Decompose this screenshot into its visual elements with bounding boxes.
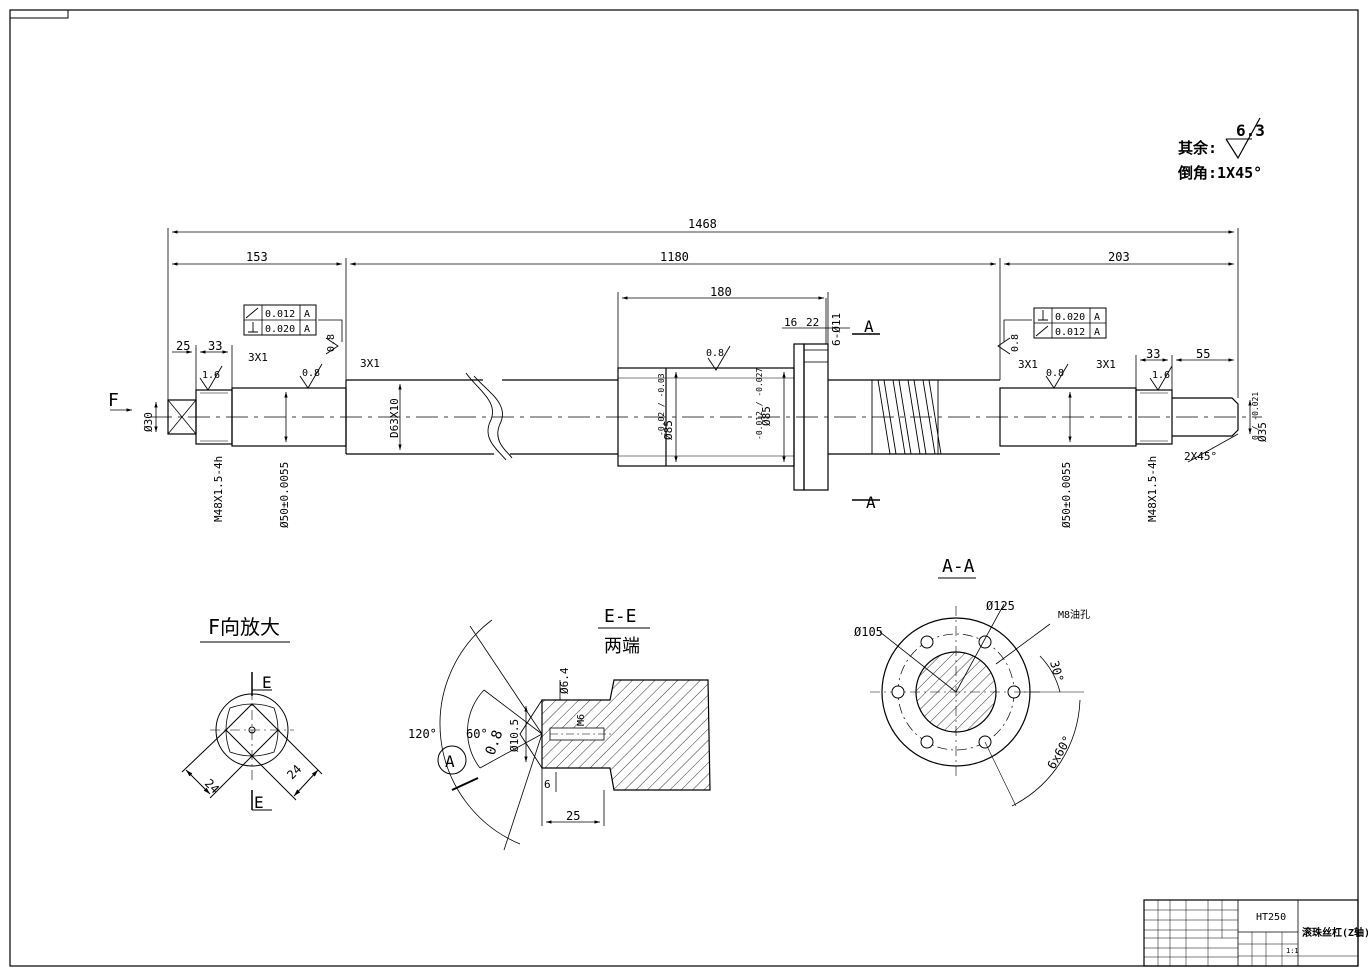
dim-dia85-b: Ø85 [760, 406, 773, 426]
dim-d63x10: D63X10 [388, 398, 401, 438]
dim-33-right: 33 [1146, 347, 1160, 361]
f-view: F向放大 E E 24 24 [181, 615, 323, 812]
aa-angle30: 30° [1047, 659, 1066, 684]
dim-6-holes: 6-Ø11 [830, 313, 843, 346]
dim-dia85-a-tol: -0.02 / -0.03 [657, 373, 666, 436]
datum-circle-icon [437, 745, 467, 775]
tol-left-row2-datum: A [304, 324, 310, 335]
dim-3x1-d: 3X1 [1096, 358, 1116, 371]
dim-25: 25 [176, 339, 190, 353]
ee-circle-a: A [445, 752, 455, 771]
tol-right-row2-datum: A [1094, 327, 1100, 338]
e-mark-bottom: E [254, 793, 264, 812]
tol-right-row1-value: 0.020 [1055, 312, 1085, 323]
tolerance-frame-right: 0.020 A 0.012 A [1033, 307, 1107, 339]
aa-dia125: Ø125 [986, 599, 1015, 613]
aa-dia105: Ø105 [854, 625, 883, 639]
tol-right-row2-value: 0.012 [1055, 327, 1085, 338]
dim-thread-left: M48X1.5-4h [212, 456, 225, 522]
rough-16-left: 1.6 [202, 370, 220, 381]
dim-thread-right: M48X1.5-4h [1146, 456, 1159, 522]
section-mark-bottom: A [866, 493, 876, 512]
dim-dia30: Ø30 [142, 412, 155, 432]
ee-title: E-E [604, 606, 637, 627]
rest-label: 其余: [1178, 139, 1217, 157]
rough-08-right: 0.8 [1046, 368, 1064, 379]
dim-3x1-c: 3X1 [1018, 358, 1038, 371]
rough-08-ref-left: 0.8 [326, 334, 337, 352]
roughness-marks: 1.6 0.8 0.8 0.8 0.8 0.8 1.6 [199, 334, 1173, 391]
ee-m6: M6 [576, 714, 587, 726]
dim-dia35: Ø35 [1256, 422, 1269, 442]
title-block [1143, 899, 1359, 967]
ee-angle-120: 120° [408, 727, 437, 741]
tol-left-row1-value: 0.012 [265, 309, 295, 320]
f-view-title: F向放大 [208, 615, 280, 639]
rough-08-ref-right: 0.8 [1010, 334, 1021, 352]
ee-dim25: 25 [566, 809, 580, 823]
title-part-name: 滚珠丝杠(Z轴) [1302, 926, 1368, 939]
f-dim-24-left: 24 [202, 776, 222, 796]
dim-dia50-left: Ø50±0.0055 [278, 462, 291, 528]
aa-6x60: 6x60° [1044, 733, 1074, 771]
ee-dim6: 6 [544, 778, 551, 791]
roughness-symbol-icon [1225, 117, 1261, 160]
general-notes: 其余: 6.3 倒角:1X45° [1177, 117, 1265, 182]
dim-2x45: 2X45° [1184, 450, 1217, 463]
aa-section: A-A Ø125 Ø105 M8油孔 30° 6x60° [854, 556, 1090, 807]
e-mark-top: E [262, 673, 272, 692]
dim-right-seg: 203 [1108, 250, 1130, 264]
f-dim-24-right: 24 [284, 762, 304, 782]
dim-middle-seg: 1180 [660, 250, 689, 264]
dimension-lines [110, 228, 1252, 501]
ee-dia105: Ø10.5 [508, 719, 521, 752]
chamfer-note: 倒角:1X45° [1177, 164, 1262, 182]
ee-subtitle: 两端 [604, 636, 640, 657]
shaft-outline [150, 343, 1262, 491]
dim-dia85-a: Ø85 [662, 420, 675, 440]
aa-m8: M8油孔 [1058, 608, 1090, 621]
runout-icon [245, 307, 259, 319]
ee-angle-60: 60° [466, 727, 488, 741]
title-scale: 1:1 [1286, 947, 1299, 955]
tol-left-row2-value: 0.020 [265, 324, 295, 335]
tolerance-frame-left: 0.012 A 0.020 A [243, 304, 317, 336]
dim-dia50-right: Ø50±0.0055 [1060, 462, 1073, 528]
dim-overall: 1468 [688, 217, 717, 231]
dim-dia35-tol: 0 / -0.021 [1251, 392, 1260, 440]
dim-33-left: 33 [208, 339, 222, 353]
rough-08-left: 0.8 [302, 368, 320, 379]
sheet-border [9, 9, 1359, 967]
view-f-arrow-label: F [108, 390, 119, 411]
dim-3x1-b: 3X1 [360, 357, 380, 370]
tol-left-row1-datum: A [304, 309, 310, 320]
runout-icon [1035, 325, 1049, 337]
section-mark-top: A [864, 317, 874, 336]
dim-left-seg: 153 [246, 250, 268, 264]
perpendicular-icon [248, 322, 258, 333]
dim-nut-len: 180 [710, 285, 732, 299]
dimension-texts: 1468 153 1180 203 180 25 33 3X1 3X1 3X1 … [142, 217, 1269, 528]
dim-3x1-a: 3X1 [248, 351, 268, 364]
rest-roughness: 6.3 [1236, 121, 1265, 140]
perpendicular-icon [1038, 310, 1048, 321]
ee-dia64: Ø6.4 [558, 667, 571, 694]
dim-22: 22 [806, 316, 819, 329]
rough-08-nut: 0.8 [706, 348, 724, 359]
roughness-symbol-icon [199, 337, 1173, 391]
title-material: HT250 [1256, 912, 1286, 923]
tol-right-row1-datum: A [1094, 312, 1100, 323]
aa-title: A-A [942, 556, 975, 577]
rough-16-right: 1.6 [1152, 370, 1170, 381]
dim-55: 55 [1196, 347, 1210, 361]
ee-section: E-E 两端 A 120° 60° 0.8 Ø6.4 Ø10.5 M6 6 25 [408, 606, 711, 851]
dim-16: 16 [784, 316, 797, 329]
dim-dia85-b-tol: -0.012 / -0.027 [755, 368, 764, 440]
